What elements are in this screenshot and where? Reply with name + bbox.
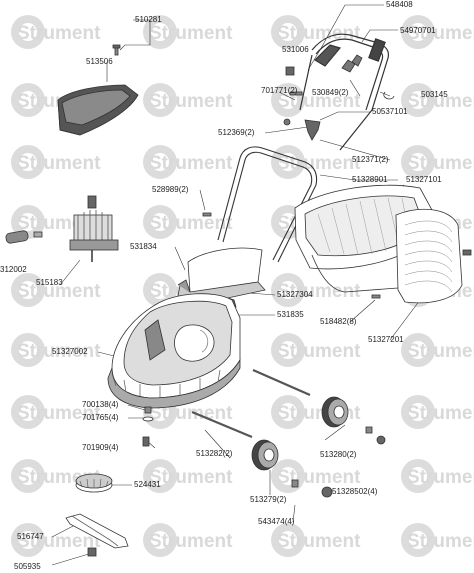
watermark-text: Strument (407, 531, 474, 552)
front-wheel (251, 439, 279, 471)
upper-handle (299, 33, 390, 151)
label-513279: 513279(2) (250, 495, 287, 504)
grass-bag-lid (57, 84, 139, 136)
fan-524431 (75, 473, 113, 493)
watermark-text: Strument (407, 91, 474, 112)
label-513280: 513280(2) (320, 450, 357, 459)
label-701771: 701771(2) (261, 86, 298, 95)
watermark-text: Strument (277, 281, 361, 302)
label-510281: 510281 (135, 15, 162, 24)
watermark-text: Strument (149, 467, 233, 488)
label-518482: 518482(8) (320, 317, 357, 326)
label-531835: 531835 (277, 310, 304, 319)
hubcap-51328502 (321, 435, 386, 498)
label-701909: 701909(4) (82, 443, 119, 452)
screw-700138 (144, 406, 152, 414)
label-51328901: 51328901 (352, 175, 388, 184)
label-700138: 700138(4) (82, 400, 119, 409)
label-51327304: 51327304 (277, 290, 313, 299)
watermark-text: Strument (149, 213, 233, 234)
label-51327002: 51327002 (52, 347, 88, 356)
watermark-text: Strument (407, 403, 474, 424)
label-50537101: 50537101 (372, 107, 408, 116)
watermark-text: Strument (149, 153, 233, 174)
watermark-text: Strument (277, 153, 361, 174)
watermark-text: Strument (149, 531, 233, 552)
label-512371: 512371(2) (352, 155, 389, 164)
label-513282: 513282(2) (196, 449, 233, 458)
bolt-701909 (142, 436, 150, 447)
watermark-text: Strument (149, 403, 233, 424)
label-54970701: 54970701 (400, 26, 436, 35)
label-512369: 512369(2) (218, 128, 255, 137)
watermark-text: Strument (277, 91, 361, 112)
knob-512371 (304, 119, 321, 141)
watermark-text: Strument (407, 153, 474, 174)
label-530849: 530849(2) (312, 88, 349, 97)
watermark-text: Strument (17, 403, 101, 424)
watermark-text: Strument (149, 91, 233, 112)
bolt-505935 (87, 547, 97, 557)
bolt-701771 (289, 91, 303, 96)
screw-518482 (371, 294, 381, 299)
lower-handle (217, 146, 318, 263)
label-505935: 505935 (14, 562, 41, 571)
axle-513282 (191, 368, 311, 439)
blade-516747 (65, 513, 129, 549)
watermark-text: Strument (17, 23, 101, 44)
label-531834: 531834 (130, 242, 157, 251)
knob-512369 (283, 118, 291, 126)
label-516747: 516747 (17, 532, 44, 541)
label-524431: 524431 (134, 480, 161, 489)
rear-wheel (321, 396, 349, 428)
label-51327101: 51327101 (406, 175, 442, 184)
mower-deck (107, 293, 241, 409)
label-513506: 513506 (86, 57, 113, 66)
watermark-text: Strument (407, 23, 474, 44)
label-531006: 531006 (282, 45, 309, 54)
knob-530849 (341, 54, 363, 73)
label-701765: 701765(4) (82, 413, 119, 422)
label-51328502: 51328502(4) (332, 487, 378, 496)
watermark-text: Strument (17, 153, 101, 174)
watermark-text: Strument (407, 341, 474, 362)
watermark-text: Strument (407, 467, 474, 488)
label-528989: 528989(2) (152, 185, 189, 194)
grass-bag-frame (294, 184, 472, 304)
label-515183: 515183 (36, 278, 63, 287)
watermark-text: Strument (277, 531, 361, 552)
label-548408: 548408 (386, 0, 413, 9)
capacitor (5, 230, 43, 244)
screw-528989 (202, 212, 212, 217)
watermark-text: Strument (277, 23, 361, 44)
label-312002: 312002 (0, 265, 27, 274)
screw-510281 (112, 44, 121, 56)
label-51327201: 51327201 (368, 335, 404, 344)
washer-701765 (142, 416, 154, 422)
nut-531006 (285, 66, 295, 76)
watermark-text: Strument (17, 531, 101, 552)
cable-tie-503145 (383, 91, 395, 100)
watermark-text: Strument (17, 341, 101, 362)
watermark-text: Strument (277, 403, 361, 424)
watermark-text: Strument (277, 341, 361, 362)
watermark-text: Strument (277, 467, 361, 488)
watermark-text: Strument (149, 23, 233, 44)
watermark-text: Strument (17, 281, 101, 302)
label-543474: 543474(4) (258, 517, 295, 526)
nut-543474 (291, 426, 373, 488)
label-503145: 503145 (421, 90, 448, 99)
motor (69, 195, 119, 262)
